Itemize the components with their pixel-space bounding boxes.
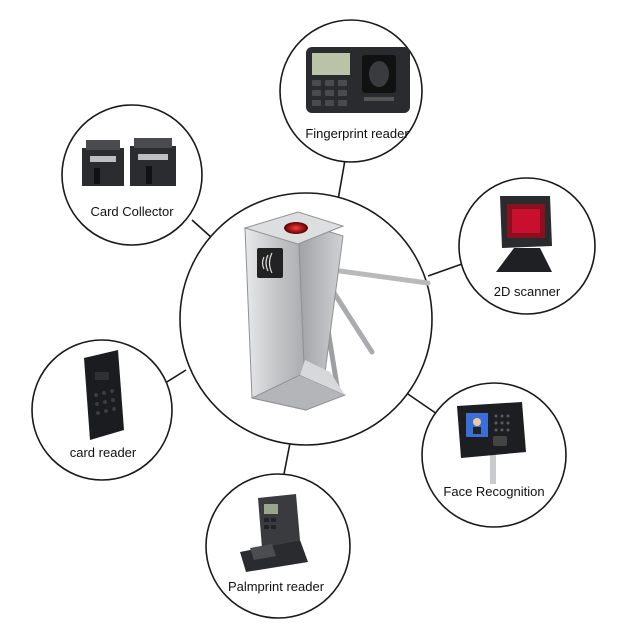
connector-fingerprint (337, 159, 346, 201)
rfid-wave-icon (261, 252, 273, 274)
face-recognition-icon (457, 402, 526, 484)
node-card-reader: card reader (31, 339, 173, 481)
node-face: Face Recognition (421, 382, 567, 528)
connector-face (404, 391, 438, 415)
label-fingerprint: Fingerprint reader (305, 126, 409, 141)
barcode-scanner-icon (496, 196, 552, 272)
label-scanner: 2D scanner (494, 284, 561, 299)
card-reader-icon (84, 350, 124, 440)
center-node (179, 192, 433, 446)
connector-lines (161, 159, 463, 475)
node-card-collector: Card Collector (61, 104, 203, 246)
connector-scanner (427, 263, 463, 277)
palmprint-reader-icon (240, 494, 308, 572)
label-card-reader: card reader (70, 445, 137, 460)
card-collector-icon (82, 138, 176, 186)
label-card-collector: Card Collector (90, 204, 174, 219)
node-fingerprint: Fingerprint reader (279, 19, 423, 163)
connector-palmprint (283, 442, 291, 475)
label-face: Face Recognition (443, 484, 544, 499)
fingerprint-reader-icon (306, 47, 410, 113)
connector-card-collector (191, 219, 213, 239)
node-scanner: 2D scanner (458, 177, 596, 315)
node-palmprint: Palmprint reader (205, 473, 351, 619)
tripod-turnstile-illustration (243, 211, 431, 412)
label-palmprint: Palmprint reader (228, 579, 325, 594)
red-indicator-icon (284, 222, 308, 234)
